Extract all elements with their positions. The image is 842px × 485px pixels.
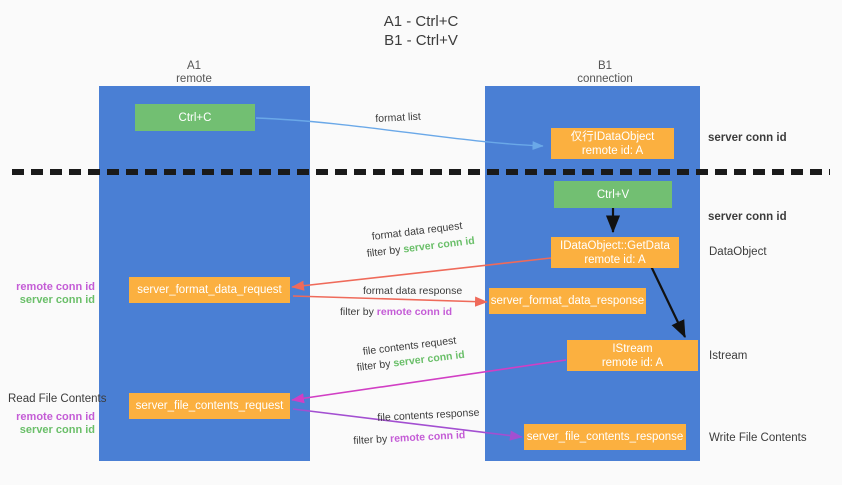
node-istream-line2: remote id: A [601, 356, 664, 369]
node-ctrl-v[interactable]: Ctrl+V [554, 181, 672, 208]
annotation-left-bottom-remote-conn-id: remote conn id [16, 411, 95, 423]
annotation-left-bottom-server-conn-id: server conn id [19, 424, 95, 436]
arrow-format-data-response [292, 295, 488, 307]
annotation-istream: Istream [709, 350, 748, 362]
node-server-file-contents-response-label: server_file_contents_response [526, 431, 684, 443]
annotation-read-file-contents: Read File Contents [8, 393, 107, 405]
diagram-title-line1: A1 - Ctrl+C [383, 13, 459, 30]
node-ctrl-v-label: Ctrl+V [596, 188, 630, 201]
node-ctrl-c-label: Ctrl+C [178, 111, 212, 124]
node-getdata-line2: remote id: A [584, 253, 646, 266]
arrow-getdata-to-istream [649, 263, 686, 338]
filter-prefix: filter by [353, 433, 391, 447]
node-idataobject-getdata[interactable]: IDataObject::GetData remote id: A [551, 237, 679, 268]
node-server-format-data-response[interactable]: server_format_data_response [489, 288, 646, 314]
edge-label-format-list: format list [375, 110, 422, 125]
node-server-file-contents-request-label: server_file_contents_request [135, 400, 284, 412]
arrow-format-data-request [291, 257, 552, 291]
annotation-server-conn-id-mid: server conn id [708, 211, 787, 223]
node-getdata-line1: IDataObject::GetData [560, 239, 670, 252]
filter-value-remote-conn-id: remote conn id [376, 306, 453, 318]
node-idataobject[interactable]: 仅行IDataObject remote id: A [551, 128, 674, 159]
node-server-format-data-response-label: server_format_data_response [490, 295, 645, 307]
arrow-format-list [255, 117, 544, 151]
node-idataobject-line2: remote id: A [581, 144, 644, 157]
node-server-file-contents-response[interactable]: server_file_contents_response [524, 424, 686, 450]
annotation-server-conn-id-top: server conn id [708, 132, 787, 144]
node-server-file-contents-request[interactable]: server_file_contents_request [129, 393, 290, 419]
annotation-write-file-contents: Write File Contents [709, 432, 807, 444]
node-server-format-data-request-label: server_format_data_request [137, 284, 282, 296]
node-idataobject-line1: 仅行IDataObject [570, 130, 655, 143]
column-header-b1-name: B1 [597, 60, 613, 72]
node-istream[interactable]: IStream remote id: A [567, 340, 698, 371]
arrow-file-contents-request [291, 359, 567, 404]
annotation-dataobject: DataObject [709, 246, 767, 258]
arrow-file-contents-response [292, 408, 523, 441]
column-header-a1-sub: remote [176, 73, 212, 85]
annotation-left-mid-remote-conn-id: remote conn id [16, 281, 95, 293]
column-header-a1-name: A1 [186, 60, 202, 72]
annotation-left-mid-server-conn-id: server conn id [19, 294, 95, 306]
column-header-b1-sub: connection [577, 73, 633, 85]
edge-label-format-data-response: format data response [363, 285, 463, 297]
edge-label-format-data-response-filter: filter by remote conn id [340, 305, 452, 319]
diagram-title-line2: B1 - Ctrl+V [384, 32, 458, 49]
node-server-format-data-request[interactable]: server_format_data_request [129, 277, 290, 303]
filter-prefix: filter by [340, 306, 377, 318]
node-ctrl-c[interactable]: Ctrl+C [135, 104, 255, 131]
filter-value-remote-conn-id: remote conn id [389, 429, 466, 446]
node-istream-line1: IStream [612, 342, 653, 355]
